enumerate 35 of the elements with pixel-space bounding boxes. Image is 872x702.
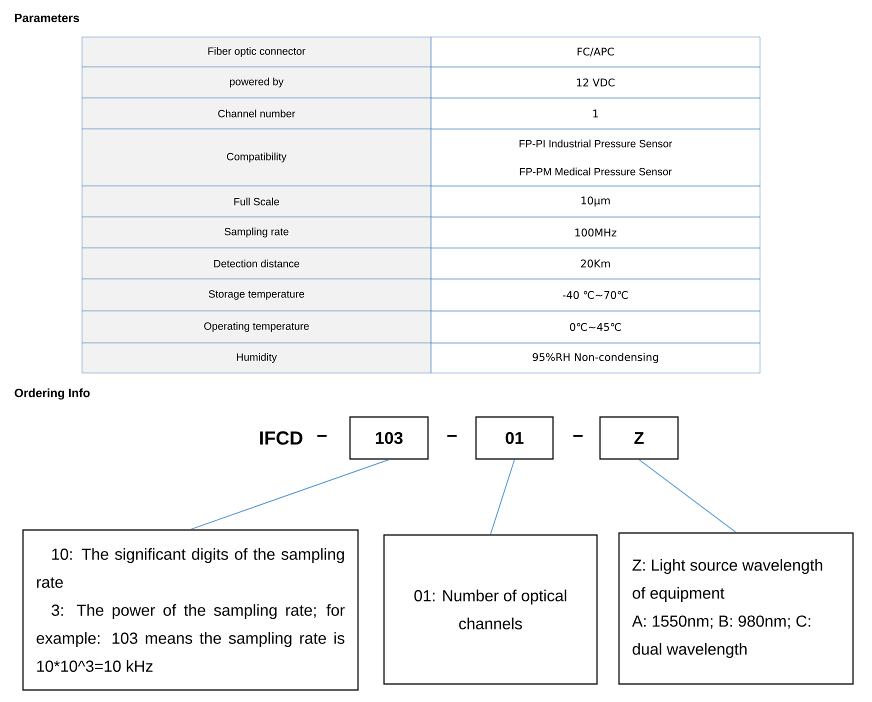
section-heading: Ordering Info	[14, 388, 90, 400]
table-cell: FC/APC	[430, 36, 760, 68]
description-box: Z: Light source wavelength of equipment A: 1550nm; B: 980nm; C: dual wavelength	[618, 532, 854, 685]
dash: –	[573, 435, 583, 437]
description-box: 01: Number of optical channels	[383, 534, 598, 685]
dash: –	[447, 435, 457, 437]
connector-line	[490, 459, 515, 535]
table-cell: Storage temperature	[82, 278, 432, 312]
table-cell: Sampling rate	[82, 216, 432, 248]
table-cell: 20Km	[430, 248, 760, 280]
code-prefix: IFCD	[260, 431, 302, 445]
table-cell: 0℃~45℃	[430, 310, 760, 344]
connector-line	[190, 459, 390, 530]
table-cell: Channel number	[82, 98, 432, 130]
table-cell: Detection distance	[82, 248, 432, 280]
table-cell: -40 ℃~70℃	[430, 278, 760, 312]
table-cell: Operating temperature	[82, 310, 432, 344]
code-box: 103	[349, 416, 429, 460]
table-cell: Humidity	[82, 342, 432, 374]
table-cell: 1	[430, 98, 760, 130]
description-box: 10: The significant digits of the sampling rate 3: The power of the sampling rate; for example: 103 means the sampling rate is 10*10^3=10 kHz	[22, 529, 359, 691]
section-heading: Parameters	[15, 14, 80, 22]
table-cell: Full Scale	[82, 186, 432, 218]
table-cell: 95%RH Non-condensing	[430, 342, 760, 374]
table-cell: FP-PI Industrial Pressure Sensor FP-PM Medical Pressure Sensor	[430, 128, 760, 186]
table-cell: powered by	[82, 66, 432, 98]
code-box: 01	[475, 416, 554, 460]
table-cell: 12 VDC	[430, 66, 760, 98]
table-cell: Compatibility	[82, 128, 432, 186]
table-cell: 100MHz	[430, 216, 760, 248]
table-cell: 10μm	[430, 186, 760, 218]
connector-line	[638, 459, 736, 533]
dash: –	[317, 435, 327, 437]
code-box: Z	[599, 416, 679, 460]
table-cell: Fiber optic connector	[82, 36, 432, 68]
